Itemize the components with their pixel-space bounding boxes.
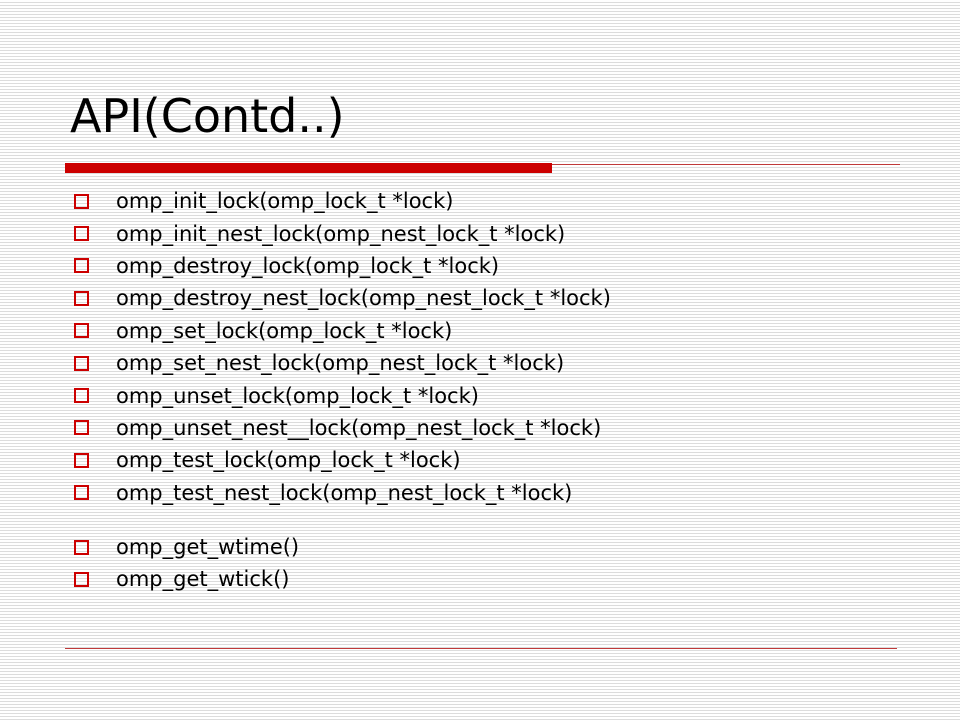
list-item-text: omp_get_wtick()	[116, 567, 290, 592]
hollow-square-bullet-icon	[74, 290, 89, 306]
list-item: omp_destroy_lock(omp_lock_t *lock)	[74, 250, 611, 282]
list-item-text: omp_test_lock(omp_lock_t *lock)	[116, 448, 461, 473]
title-underline	[65, 163, 900, 173]
bullet-list: omp_init_lock(omp_lock_t *lock) omp_init…	[74, 185, 611, 596]
list-item: omp_unset_nest__lock(omp_nest_lock_t *lo…	[74, 412, 611, 444]
list-item: omp_unset_lock(omp_lock_t *lock)	[74, 379, 611, 411]
list-item: omp_get_wtick()	[74, 563, 611, 595]
hollow-square-bullet-icon	[74, 388, 89, 404]
list-item-text: omp_init_nest_lock(omp_nest_lock_t *lock…	[116, 221, 566, 246]
list-item: omp_destroy_nest_lock(omp_nest_lock_t *l…	[74, 282, 611, 314]
list-item: omp_init_lock(omp_lock_t *lock)	[74, 185, 611, 217]
hollow-square-bullet-icon	[74, 226, 89, 242]
list-item: omp_init_nest_lock(omp_nest_lock_t *lock…	[74, 217, 611, 249]
list-item-text: omp_set_nest_lock(omp_nest_lock_t *lock)	[116, 351, 565, 376]
list-item-text: omp_set_lock(omp_lock_t *lock)	[116, 318, 453, 343]
hollow-square-bullet-icon	[74, 452, 89, 468]
list-item-text: omp_destroy_nest_lock(omp_nest_lock_t *l…	[116, 286, 611, 311]
hollow-square-bullet-icon	[74, 571, 89, 587]
slide-title: API(Contd..)	[70, 89, 345, 143]
hollow-square-bullet-icon	[74, 355, 89, 371]
footer-divider	[65, 648, 897, 649]
list-item-text: omp_unset_lock(omp_lock_t *lock)	[116, 383, 479, 408]
list-item-text: omp_init_lock(omp_lock_t *lock)	[116, 189, 454, 214]
hollow-square-bullet-icon	[74, 539, 89, 555]
list-item-text: omp_unset_nest__lock(omp_nest_lock_t *lo…	[116, 415, 602, 440]
list-item: omp_set_nest_lock(omp_nest_lock_t *lock)	[74, 347, 611, 379]
title-underline-thin	[552, 164, 900, 165]
list-item: omp_get_wtime()	[74, 531, 611, 563]
title-underline-thick	[65, 163, 552, 173]
hollow-square-bullet-icon	[74, 193, 89, 209]
list-item-text: omp_get_wtime()	[116, 535, 300, 560]
list-item-text: omp_test_nest_lock(omp_nest_lock_t *lock…	[116, 480, 573, 505]
list-item: omp_set_lock(omp_lock_t *lock)	[74, 315, 611, 347]
list-item: omp_test_lock(omp_lock_t *lock)	[74, 444, 611, 476]
list-item-text: omp_destroy_lock(omp_lock_t *lock)	[116, 253, 500, 278]
list-item: omp_test_nest_lock(omp_nest_lock_t *lock…	[74, 477, 611, 509]
hollow-square-bullet-icon	[74, 258, 89, 274]
hollow-square-bullet-icon	[74, 485, 89, 501]
hollow-square-bullet-icon	[74, 323, 89, 339]
hollow-square-bullet-icon	[74, 420, 89, 436]
